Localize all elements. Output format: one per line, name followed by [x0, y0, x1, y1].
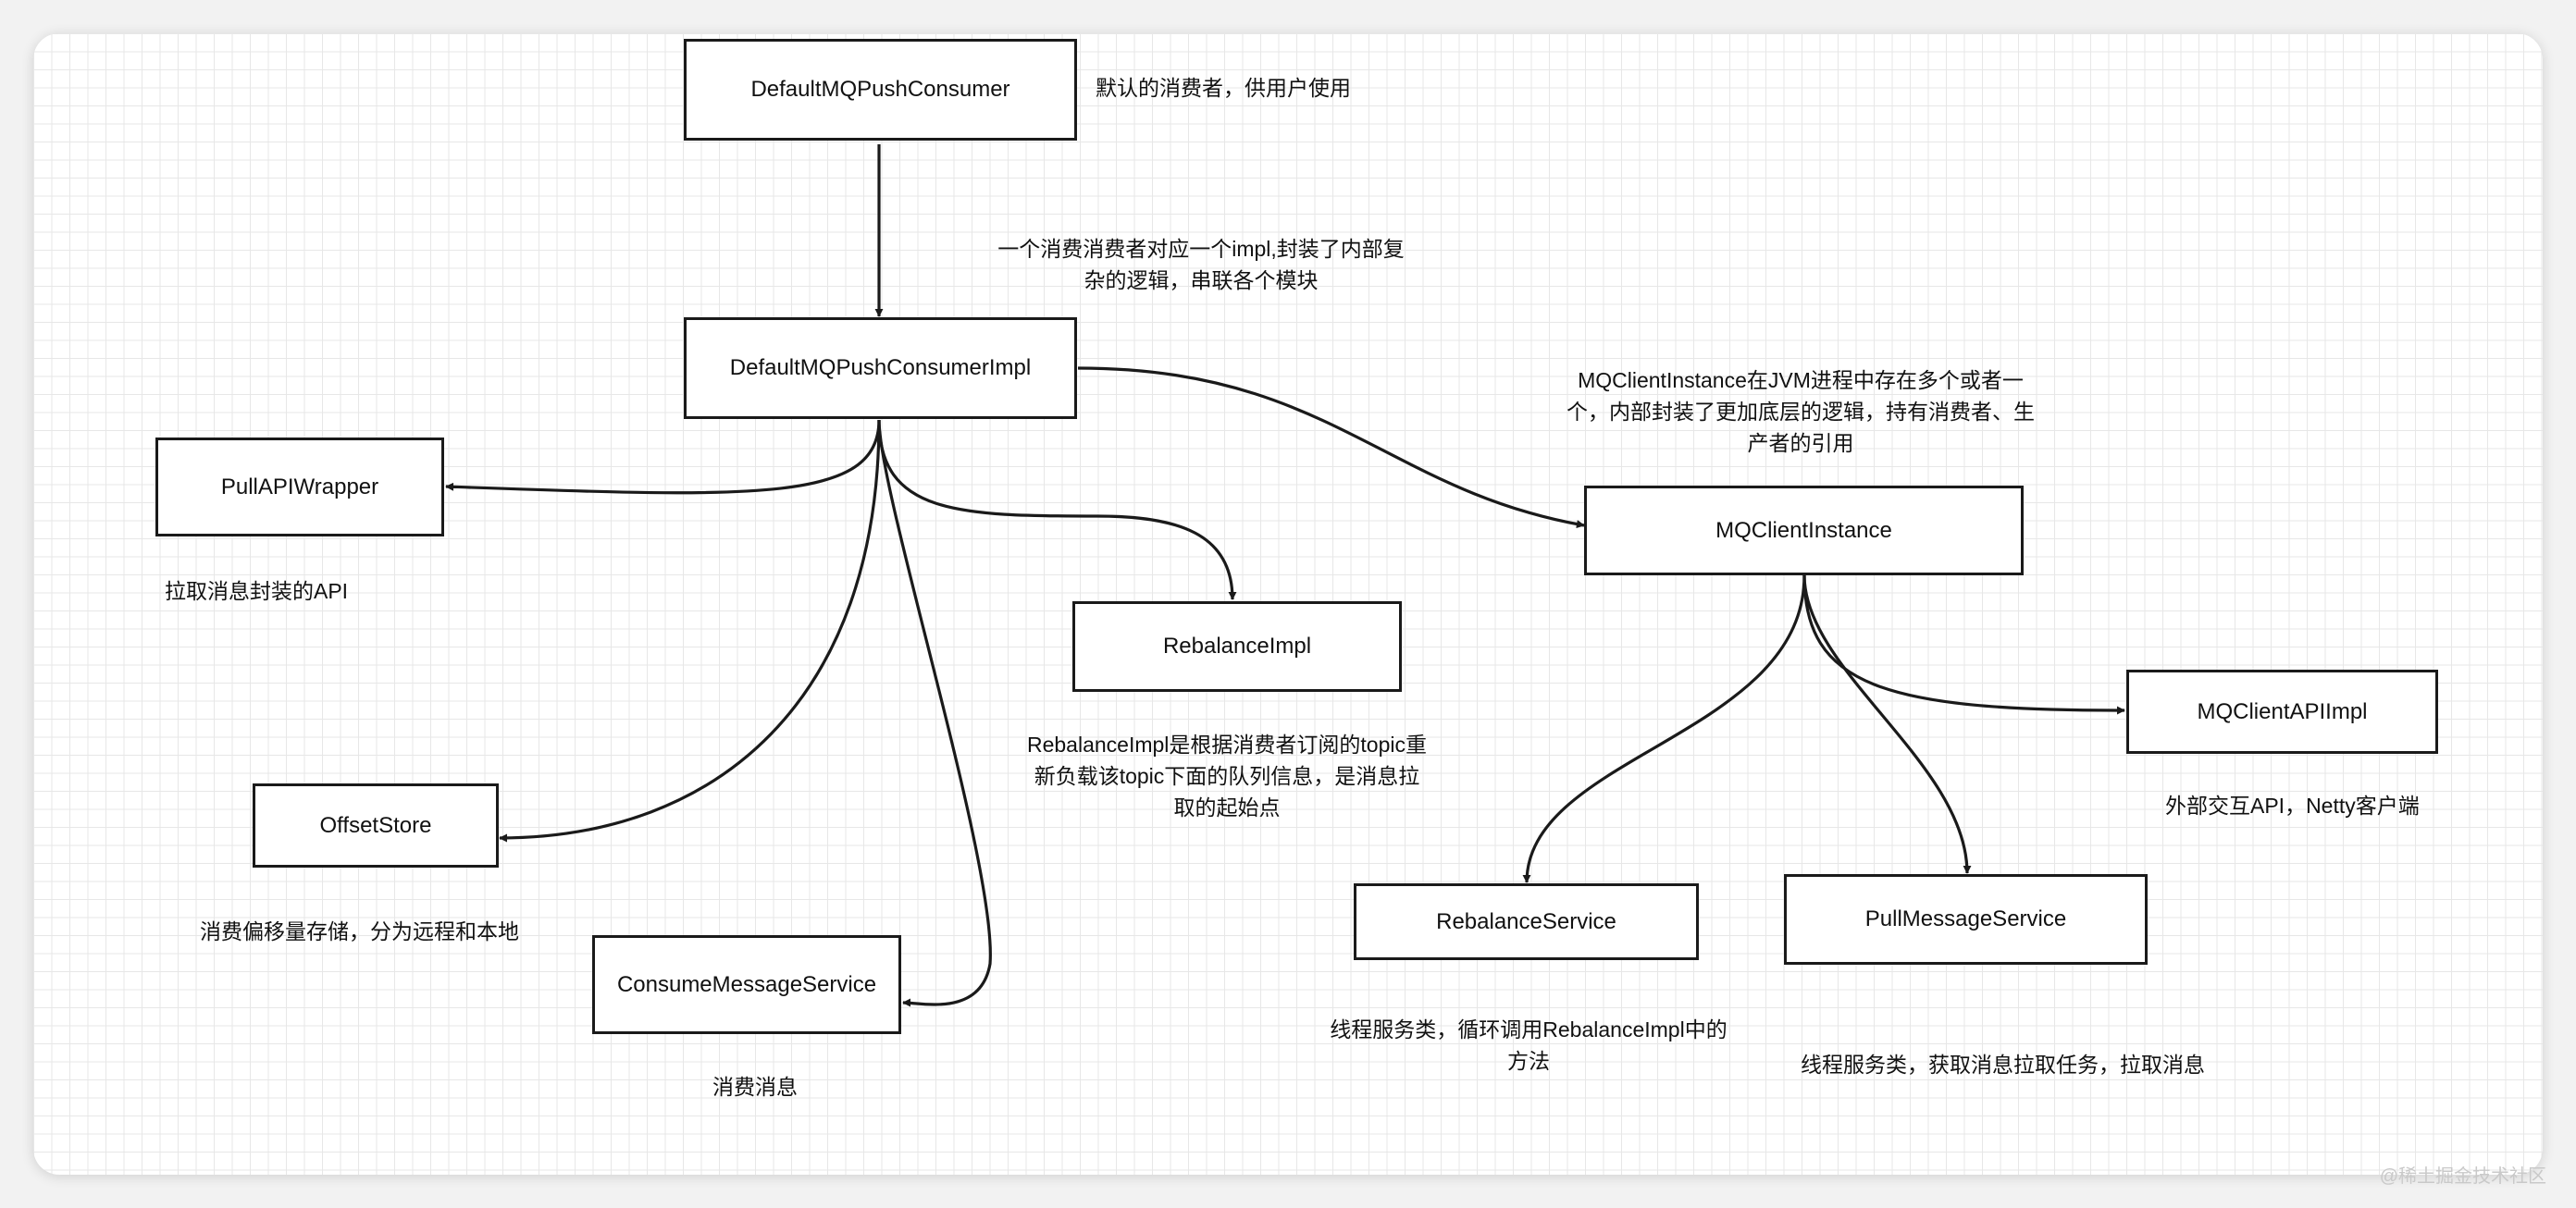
node-default-mq-push-consumer-impl[interactable]: DefaultMQPushConsumerImpl [684, 317, 1077, 419]
edge-impl-to-mqclientinstance [1077, 366, 1585, 529]
edge-instance-to-mqclientapiimpl [1802, 574, 2125, 715]
edge-impl-to-consumemessageservice [877, 419, 992, 1007]
note-offset-store: 消费偏移量存储，分为远程和本地 [200, 919, 519, 943]
note-default-mq-push-consumer-impl: 一个消费消费者对应一个impl,封装了内部复 杂的逻辑，串联各个模块 [997, 237, 1405, 292]
node-mq-client-instance[interactable]: MQClientInstance [1584, 486, 2024, 575]
connector-layer [445, 144, 2125, 1007]
diagram-canvas: DefaultMQPushConsumer DefaultMQPushConsu… [33, 33, 2543, 1175]
node-offset-store[interactable]: OffsetStore [253, 783, 499, 868]
node-default-mq-push-consumer[interactable]: DefaultMQPushConsumer [684, 39, 1077, 141]
edge-instance-to-rebalanceservice [1522, 574, 1806, 883]
note-consume-message-service: 消费消息 [712, 1075, 798, 1099]
note-mq-client-api-impl: 外部交互API，Netty客户端 [2165, 794, 2420, 818]
edge-impl-to-rebalanceimpl [877, 419, 1237, 600]
node-pull-message-service[interactable]: PullMessageService [1784, 874, 2148, 965]
edge-impl-to-offsetstore [499, 419, 881, 843]
note-mq-client-instance: MQClientInstance在JVM进程中存在多个或者一 个，内部封装了更加… [1567, 368, 2035, 455]
node-mq-client-api-impl[interactable]: MQClientAPIImpl [2126, 670, 2438, 754]
node-consume-message-service[interactable]: ConsumeMessageService [592, 935, 901, 1034]
edge-instance-to-pullmessageservice [1802, 574, 1972, 874]
node-rebalance-impl[interactable]: RebalanceImpl [1072, 601, 1402, 692]
note-rebalance-impl: RebalanceImpl是根据消费者订阅的topic重 新负载该topic下面… [1026, 733, 1427, 820]
note-pull-api-wrapper: 拉取消息封装的API [165, 579, 349, 603]
node-pull-api-wrapper[interactable]: PullAPIWrapper [155, 438, 444, 536]
note-rebalance-service: 线程服务类，循环调用RebalanceImpl中的 方法 [1330, 1017, 1728, 1073]
edge-impl-to-pullapiwrapper [445, 419, 881, 495]
note-pull-message-service: 线程服务类，获取消息拉取任务，拉取消息 [1801, 1053, 2205, 1077]
node-rebalance-service[interactable]: RebalanceService [1354, 883, 1699, 960]
note-default-mq-push-consumer: 默认的消费者，供用户使用 [1096, 76, 1351, 100]
watermark: @稀土掘金技术社区 [2379, 1166, 2546, 1187]
